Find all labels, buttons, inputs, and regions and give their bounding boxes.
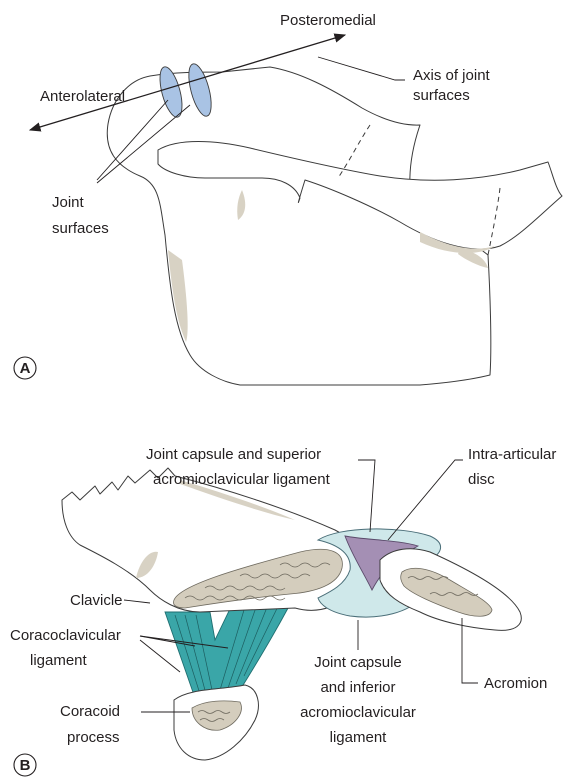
label-capsule-sup-line1: Joint capsule and superior bbox=[146, 446, 321, 463]
label-acromion: Acromion bbox=[484, 675, 547, 692]
label-capsule-sup-line2: acromioclavicular ligament bbox=[153, 471, 331, 488]
capsule-sup-leader bbox=[358, 460, 375, 532]
label-joint-line2: surfaces bbox=[52, 220, 109, 237]
label-coracoid-line2: process bbox=[67, 729, 120, 746]
label-anterolateral: Anterolateral bbox=[40, 88, 125, 105]
label-posteromedial: Posteromedial bbox=[280, 12, 376, 29]
label-axis-line2: surfaces bbox=[413, 87, 470, 104]
panel-a: Posteromedial Anterolateral Axis of join… bbox=[14, 12, 562, 385]
label-coracoclav-line2: ligament bbox=[30, 652, 88, 669]
panel-b-letter: B bbox=[20, 757, 31, 774]
label-capsule-inf-line4: ligament bbox=[330, 729, 388, 746]
label-capsule-inf-line3: acromioclavicular bbox=[300, 704, 416, 721]
clavicle-leader bbox=[124, 600, 150, 603]
label-coracoid-line1: Coracoid bbox=[60, 703, 120, 720]
label-capsule-inf-line1: Joint capsule bbox=[314, 654, 402, 671]
axis-leader bbox=[318, 57, 405, 80]
label-axis-line1: Axis of joint bbox=[413, 67, 491, 84]
label-joint-line1: Joint bbox=[52, 194, 85, 211]
label-disc-line2: disc bbox=[468, 471, 495, 488]
panel-a-letter: A bbox=[20, 360, 31, 377]
label-capsule-inf-line2: and inferior bbox=[320, 679, 395, 696]
disc-leader bbox=[388, 460, 463, 540]
label-clavicle: Clavicle bbox=[70, 592, 123, 609]
label-disc-line1: Intra-articular bbox=[468, 446, 556, 463]
ligament-leader-2 bbox=[140, 640, 180, 672]
panel-b: Joint capsule and superior acromioclavic… bbox=[10, 446, 556, 776]
label-coracoclav-line1: Coracoclavicular bbox=[10, 627, 121, 644]
